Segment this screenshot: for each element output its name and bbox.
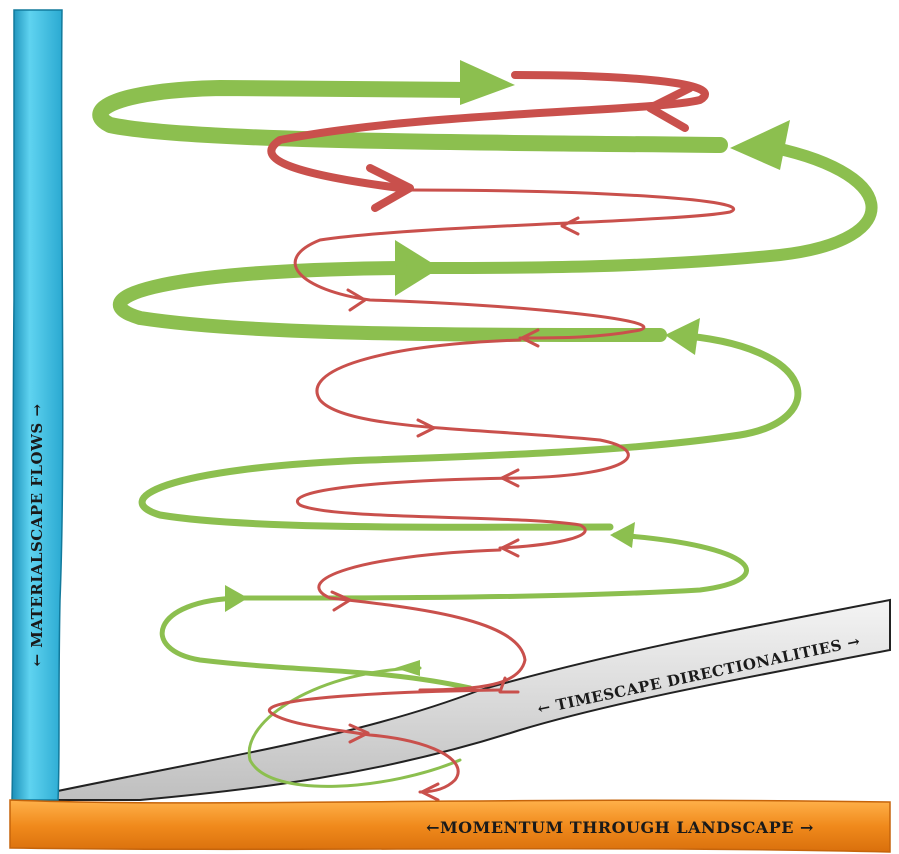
momentum-label: ←MOMENTUM THROUGH LANDSCAPE → bbox=[426, 818, 814, 837]
green-head-2a bbox=[730, 120, 790, 170]
red-head-10 bbox=[498, 676, 520, 694]
red-head-6 bbox=[416, 418, 436, 438]
green-loop-5 bbox=[159, 532, 749, 691]
green-loop-3 bbox=[113, 261, 667, 342]
red-head-2 bbox=[366, 164, 414, 212]
red-head-3 bbox=[560, 216, 580, 236]
red-head-7 bbox=[500, 468, 520, 488]
red-head-4 bbox=[346, 288, 367, 312]
green-loop-1 bbox=[92, 80, 728, 153]
red-loop-3 bbox=[296, 338, 630, 550]
red-loop-2 bbox=[293, 188, 735, 340]
red-head-5 bbox=[520, 328, 540, 348]
green-head-1 bbox=[460, 60, 515, 105]
green-head-5 bbox=[610, 522, 635, 548]
materialscape-label: ← MATERIALSCAPE FLOWS → bbox=[28, 403, 46, 666]
red-head-11 bbox=[348, 723, 370, 744]
red-head-12 bbox=[420, 782, 440, 802]
green-head-6 bbox=[225, 585, 248, 612]
green-loop-4 bbox=[138, 331, 802, 531]
red-loop-4 bbox=[317, 548, 527, 692]
momentum-axis bbox=[9, 799, 891, 853]
green-loop-2 bbox=[424, 139, 878, 274]
timescape-axis bbox=[14, 598, 891, 801]
green-loop-6 bbox=[247, 666, 462, 788]
green-head-4 bbox=[665, 318, 700, 355]
materialscape-axis bbox=[11, 9, 64, 801]
green-head-7 bbox=[395, 660, 420, 676]
red-loop-5 bbox=[267, 688, 502, 794]
red-head-9 bbox=[330, 590, 352, 612]
red-head-1 bbox=[646, 84, 694, 132]
red-head-8 bbox=[500, 538, 520, 558]
green-flow bbox=[92, 60, 878, 788]
green-head-2b bbox=[395, 240, 440, 296]
red-flow bbox=[267, 71, 735, 802]
red-loop-1 bbox=[267, 71, 709, 192]
